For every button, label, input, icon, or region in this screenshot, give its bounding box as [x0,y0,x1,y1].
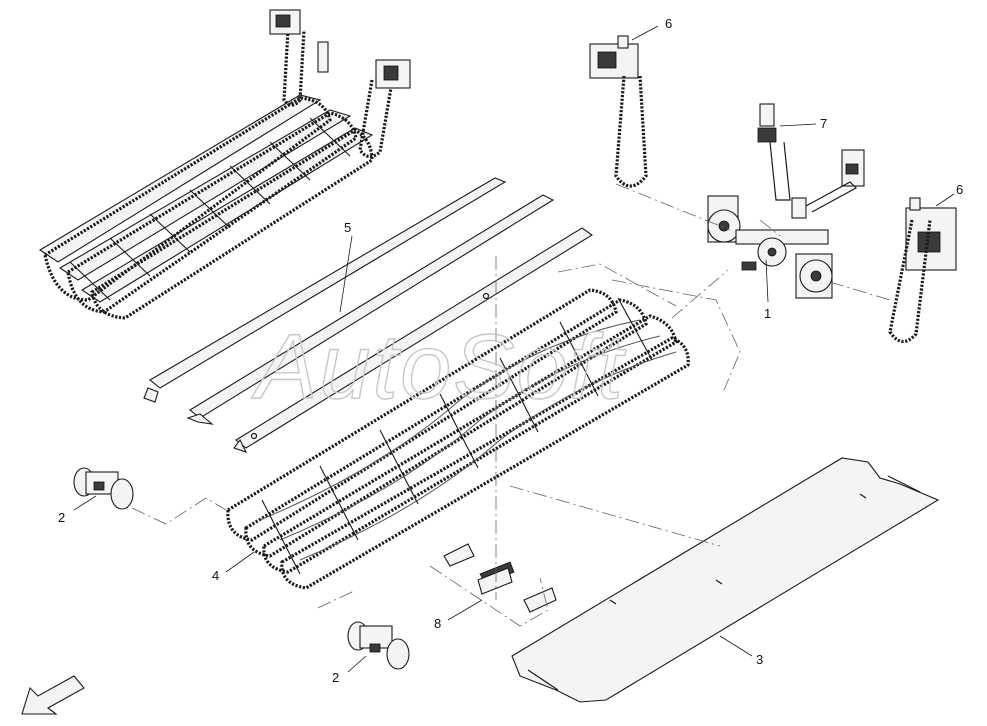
callout-6-right: 6 [956,182,963,197]
callout-2-bottom: 2 [332,670,339,685]
part-2-roller-top [73,467,134,510]
part-6-drive-motor-right [888,197,957,344]
callout-labels: 6 7 6 1 5 2 4 8 2 3 [58,16,963,685]
watermark-text: AutoSoft [251,316,626,418]
callout-5: 5 [344,220,351,235]
callout-2-top: 2 [58,510,65,525]
part-4-chain-assembly [226,288,690,590]
part-6-drive-motor-top [589,35,648,188]
part-5-guide-rails [143,177,594,453]
part-3-bottom-plate [511,457,940,703]
assembly-dash-lines [131,183,891,627]
leader-lines [73,25,955,673]
part-7-sensor-brackets [757,103,865,219]
callout-8: 8 [434,616,441,631]
callout-3: 3 [756,652,763,667]
direction-arrow-icon [21,675,85,715]
assembled-conveyor [38,9,411,320]
callout-6-top: 6 [665,16,672,31]
callout-1: 1 [764,306,771,321]
part-1-drive-shaft [707,195,833,299]
part-2-roller-bottom [347,621,410,670]
part-8-clips [443,543,557,613]
callout-4: 4 [212,568,219,583]
callout-7: 7 [820,116,827,131]
